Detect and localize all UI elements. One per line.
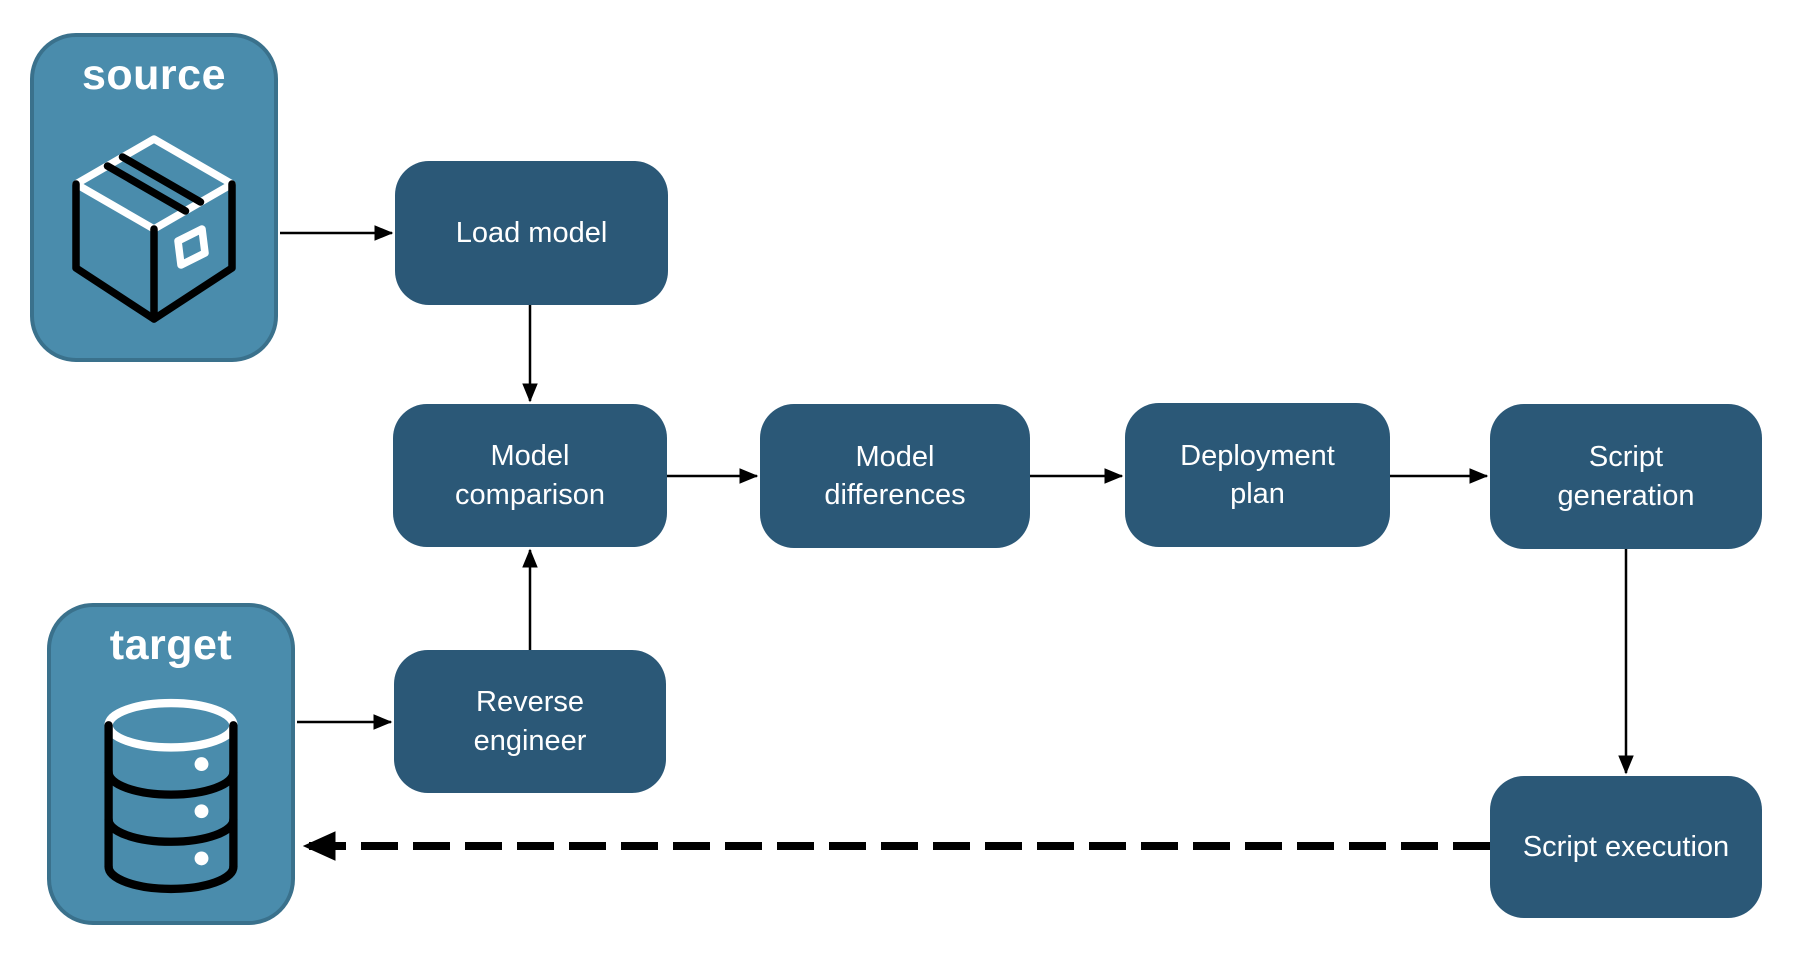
node-deployment-plan: Deployment plan: [1125, 403, 1390, 547]
node-model-comparison: Model comparison: [393, 404, 667, 547]
node-script-execution: Script execution: [1490, 776, 1762, 918]
node-label: Reverse engineer: [473, 686, 587, 757]
node-load-model: Load model: [395, 161, 668, 305]
package-icon: [34, 100, 274, 358]
node-label: Load model: [455, 216, 608, 249]
node-label: Script generation: [1557, 441, 1695, 512]
node-script-generation: Script generation: [1490, 404, 1762, 549]
target-container: target: [47, 603, 295, 925]
source-container: source: [30, 33, 278, 362]
node-label: Deployment plan: [1180, 439, 1335, 510]
node-reverse-engineer: Reverse engineer: [394, 650, 666, 793]
node-label: Model comparison: [455, 440, 605, 511]
database-icon: [51, 670, 291, 921]
node-label: Model differences: [824, 440, 966, 511]
source-title: source: [81, 51, 226, 99]
node-model-differences: Model differences: [760, 404, 1030, 548]
node-label: Script execution: [1522, 830, 1730, 863]
target-title: target: [109, 621, 233, 669]
